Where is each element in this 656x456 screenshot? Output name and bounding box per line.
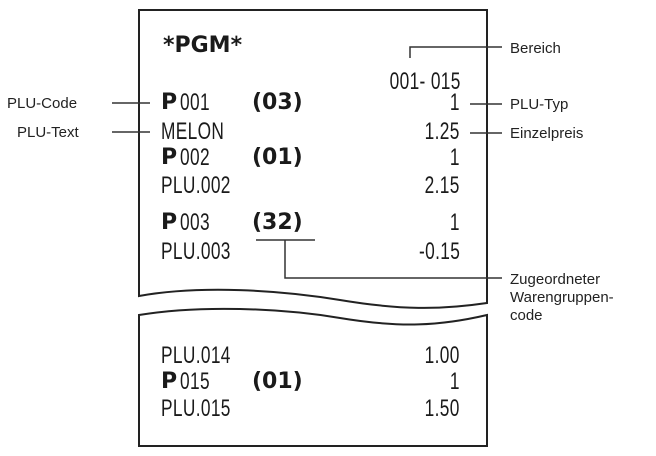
plu-price: -0.15 — [418, 238, 460, 265]
callout-plu-text: PLU-Text — [17, 124, 79, 141]
callout-dept-line3: code — [510, 307, 543, 324]
plu-text: PLU.003 — [161, 238, 231, 265]
plu-code-prefix: P — [161, 90, 178, 115]
plu-dept-code: (01) — [252, 369, 303, 394]
plu-dept-code: (32) — [252, 210, 303, 235]
plu-code-prefix: P — [161, 369, 178, 394]
plu-code-number: 002 — [180, 144, 210, 171]
receipt-top-outline — [138, 9, 488, 309]
plu-type-value: 1 — [450, 209, 460, 236]
receipt-bottom-outline — [138, 307, 488, 447]
dept-leader — [284, 240, 502, 279]
callout-plu-typ: PLU-Typ — [510, 96, 569, 113]
plu-dept-code: (03) — [252, 90, 303, 115]
plu-dept-code: (01) — [252, 145, 303, 170]
plu-price: 1.25 — [424, 118, 460, 145]
plu-code-prefix: P — [161, 145, 178, 170]
callout-dept-line1: Zugeordneter — [510, 271, 601, 288]
plu-code-number: 001 — [180, 89, 210, 116]
callout-dept-line2: Warengruppen- — [510, 289, 614, 306]
plu-text: PLU.015 — [161, 395, 231, 422]
plu-type-value: 1 — [450, 89, 460, 116]
plu-text: PLU.014 — [161, 342, 231, 369]
range-value: 001- 015 — [389, 68, 461, 95]
callout-bereich: Bereich — [510, 40, 561, 57]
callout-plu-code: PLU-Code — [7, 95, 78, 112]
plu-price: 1.00 — [424, 342, 460, 369]
plu-type-value: 1 — [450, 368, 460, 395]
plu-code-number: 003 — [180, 209, 210, 236]
plu-price: 1.50 — [424, 395, 460, 422]
plu-code-number: 015 — [180, 368, 210, 395]
plu-text: PLU.002 — [161, 172, 231, 199]
plu-text: MELON — [161, 118, 225, 145]
receipt-title: *PGM* — [163, 33, 243, 58]
callout-einzelpreis: Einzelpreis — [510, 125, 584, 142]
bereich-leader — [409, 46, 502, 58]
plu-type-value: 1 — [450, 144, 460, 171]
plu-code-prefix: P — [161, 210, 178, 235]
plu-price: 2.15 — [424, 172, 460, 199]
